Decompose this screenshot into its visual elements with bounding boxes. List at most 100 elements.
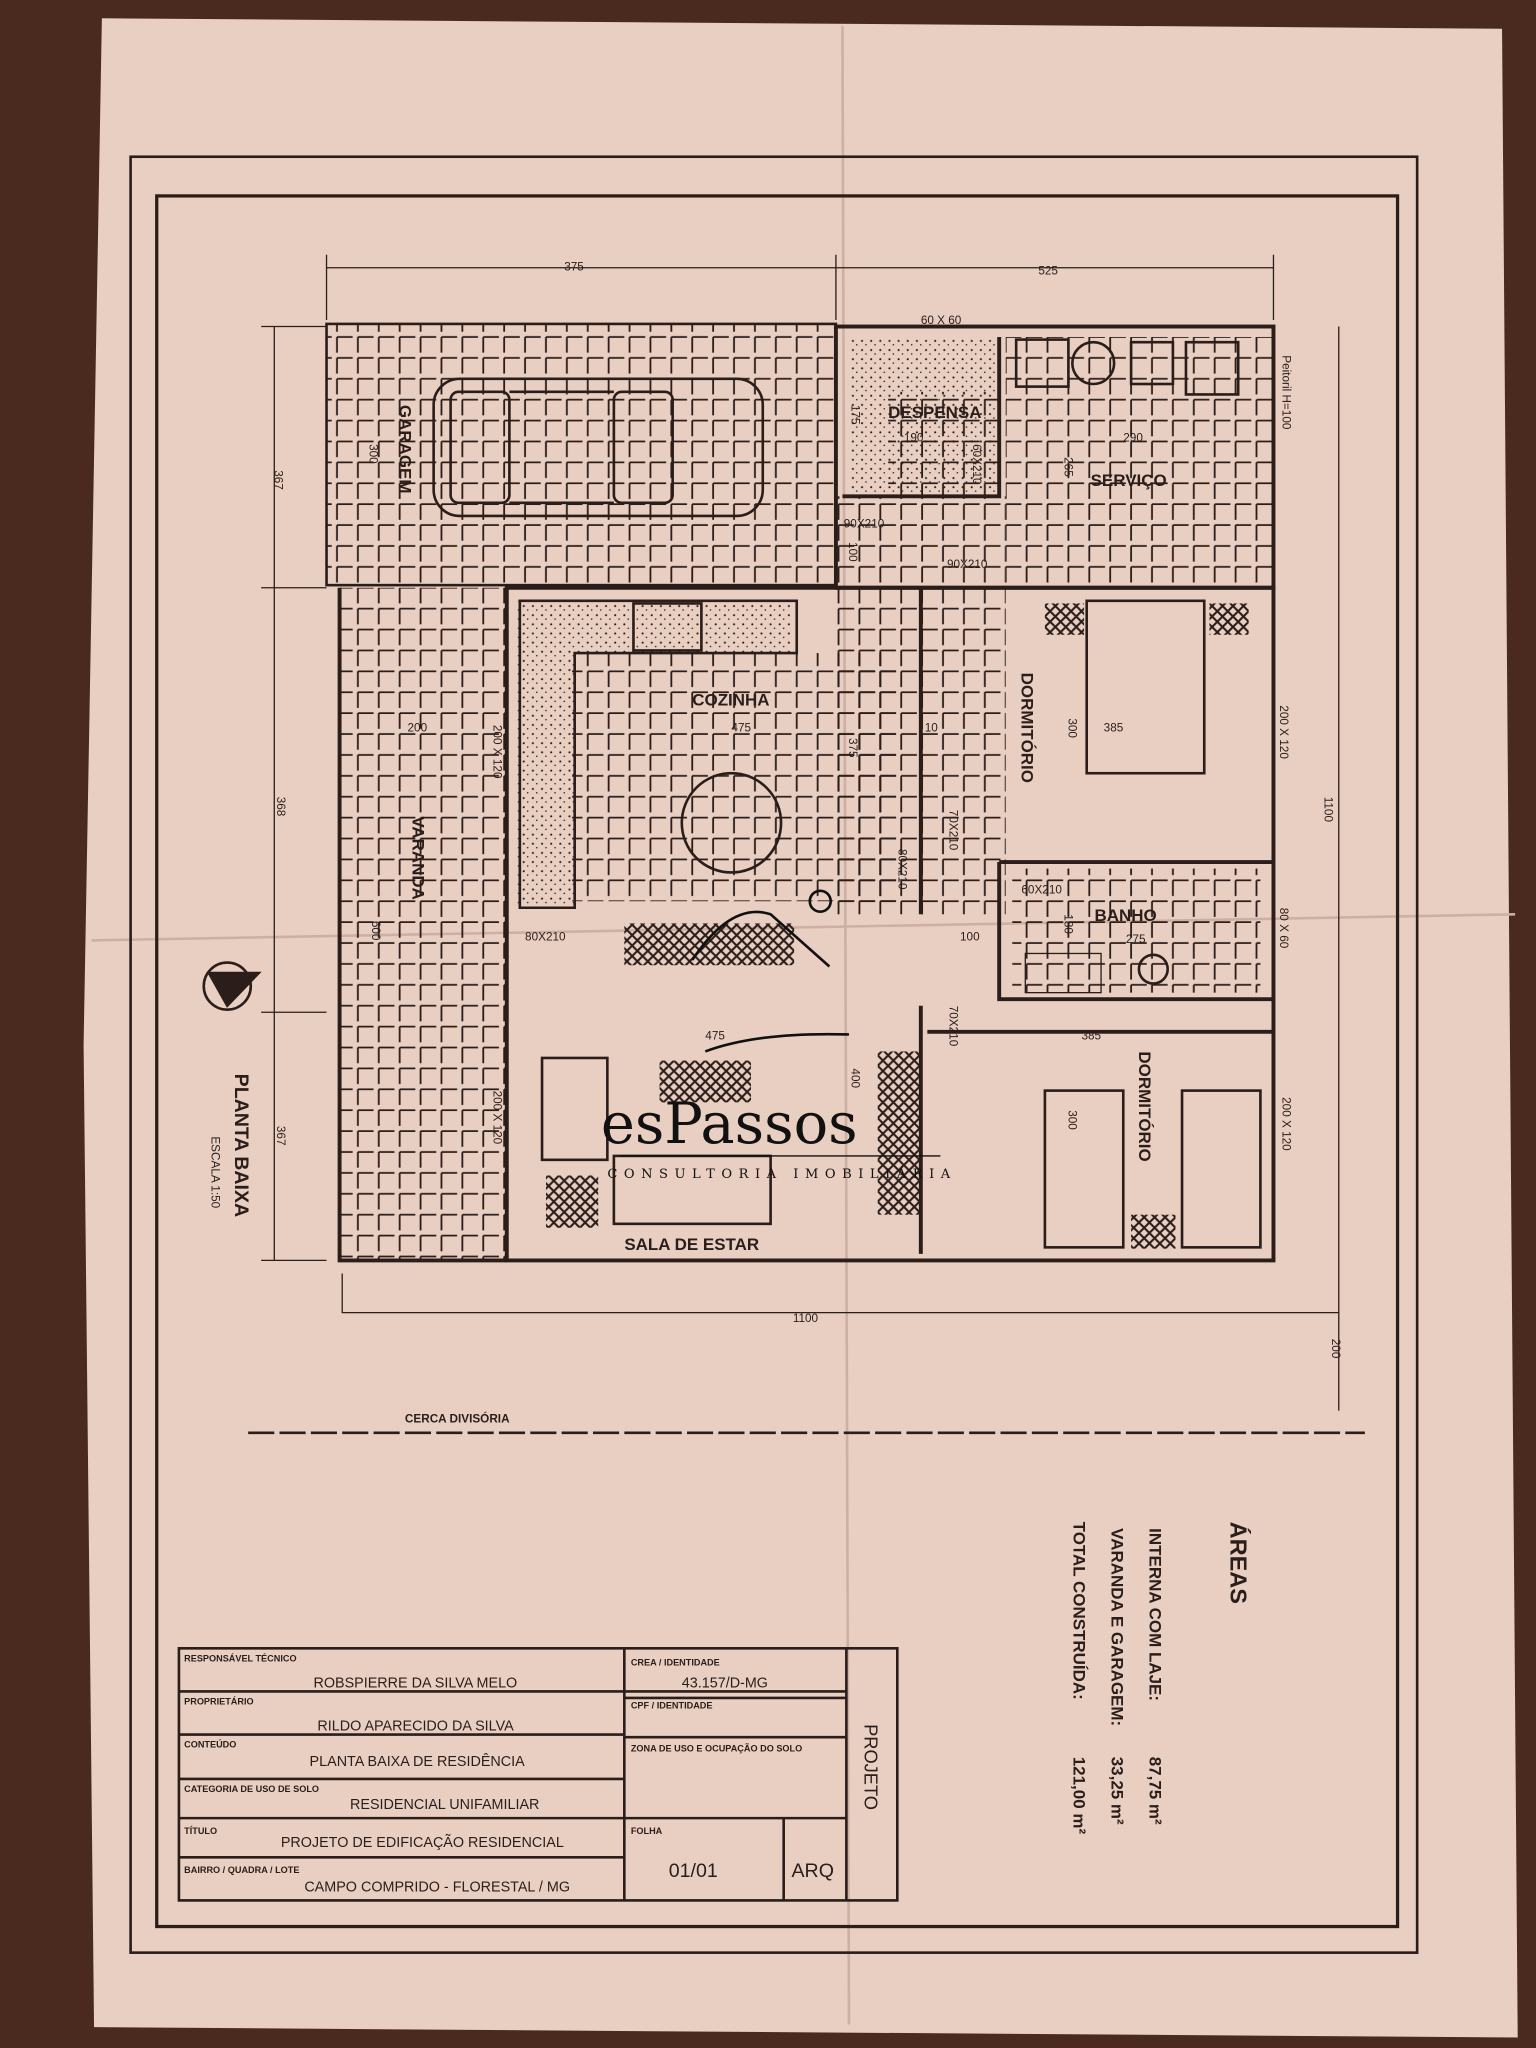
- dimension-label: 200 X 120: [491, 1091, 504, 1145]
- dimension-label: 10: [925, 721, 939, 734]
- nightstand: [1209, 603, 1249, 635]
- dimension-label: 290: [1123, 431, 1143, 444]
- room-servico: SERVIÇO: [1091, 471, 1167, 490]
- area-value: 87,75 m²: [1145, 1757, 1164, 1825]
- room-garagem: GARAGEM: [396, 405, 415, 494]
- dimension-label: 80X210: [525, 930, 566, 943]
- window-note: 60 X 60: [921, 314, 962, 327]
- paper-fold-lines: [91, 26, 1516, 2025]
- responsavel-value: ROBSPIERRE DA SILVA MELO: [313, 1676, 517, 1692]
- laundry-tank: [1014, 338, 1070, 388]
- titulo-label: TÍTULO: [184, 1826, 217, 1836]
- conteudo-label: CONTEÚDO: [184, 1739, 236, 1750]
- single-bed: [1043, 1089, 1125, 1249]
- dimension-label: 70X210: [947, 810, 960, 851]
- bairro-label: BAIRRO / QUADRA / LOTE: [184, 1865, 299, 1875]
- dining-table: [680, 771, 783, 874]
- bairro-value: CAMPO COMPRIDO - FLORESTAL / MG: [304, 1879, 570, 1895]
- crea-value: 43.157/D-MG: [682, 1676, 768, 1692]
- appliance: [1184, 340, 1240, 396]
- dimension-label: 90X210: [844, 518, 885, 531]
- espassos-watermark-logo: esPassos CONSULTORIA IMOBILIÁRIA: [601, 889, 956, 1182]
- dimension-label: 60X210: [1021, 883, 1062, 896]
- side-table: [545, 1175, 599, 1228]
- dimension-label: 100: [846, 542, 859, 562]
- dimension-label: 200 X 120: [491, 725, 504, 779]
- area-value: 121,00 m²: [1070, 1757, 1089, 1835]
- dimension-label: 200 X 120: [1277, 705, 1290, 759]
- dimension-label: 275: [1126, 933, 1146, 946]
- floor-finishes: [326, 323, 1274, 1261]
- inner-border: [155, 194, 1400, 1929]
- dimension-label: 475: [731, 721, 751, 734]
- outer-border: [129, 155, 1419, 1954]
- dimension-label: 175: [849, 405, 862, 425]
- area-label: VARANDA E GARAGEM:: [1108, 1528, 1127, 1726]
- appliance: [1129, 340, 1175, 386]
- crea-label: CREA / IDENTIDADE: [631, 1657, 720, 1667]
- areas-block: ÁREAS INTERNA COM LAJE: 87,75 m² VARANDA…: [1070, 1522, 1253, 1835]
- room-sala: SALA DE ESTAR: [624, 1235, 759, 1254]
- room-dormitorio-2: DORMITÓRIO: [1135, 1051, 1154, 1161]
- dimension-label: 385: [1104, 721, 1124, 734]
- dimension-label: 300: [1065, 718, 1078, 738]
- dimension-label: 368: [274, 797, 287, 817]
- proprietario-label: PROPRIETÁRIO: [184, 1696, 253, 1706]
- dimension-labels: 375 525 367 368 367 1100 1100 200 300 19…: [271, 260, 1342, 1358]
- sink-counter: [1024, 952, 1102, 994]
- responsavel-label: RESPONSÁVEL TÉCNICO: [184, 1653, 296, 1663]
- roof-icon: [691, 910, 831, 968]
- dimension-label: 367: [271, 470, 284, 490]
- rug: [659, 1060, 752, 1103]
- dimension-label: 60X210: [970, 444, 983, 485]
- car-icon: [432, 377, 765, 518]
- dimension-label: 475: [705, 1030, 725, 1043]
- title-block: RESPONSÁVEL TÉCNICO ROBSPIERRE DA SILVA …: [177, 1647, 899, 1902]
- dimension-label: 265: [1061, 457, 1074, 477]
- dimension-label: 90X210: [947, 558, 988, 571]
- washing-machine: [1071, 340, 1116, 386]
- cabinet: [624, 923, 795, 966]
- walls: [325, 322, 1276, 1263]
- watermark-brand: esPassos: [601, 1090, 858, 1157]
- double-bed: [1085, 599, 1206, 775]
- disciplina-value: ARQ: [792, 1860, 834, 1882]
- plan-title: PLANTA BAIXA: [230, 1074, 252, 1218]
- fence-label: CERCA DIVISÓRIA: [405, 1412, 510, 1425]
- dimension-label: 367: [274, 1126, 287, 1146]
- proprietario-value: RILDO APARECIDO DA SILVA: [317, 1719, 514, 1735]
- folha-label: FOLHA: [631, 1826, 663, 1836]
- dimension-label: 300: [367, 444, 380, 464]
- area-label: INTERNA COM LAJE:: [1145, 1528, 1164, 1701]
- projeto-label: PROJETO: [861, 1724, 882, 1810]
- dimension-label: 180: [1061, 914, 1074, 934]
- categoria-label: CATEGORIA DE USO DE SOLO: [184, 1784, 319, 1794]
- areas-title: ÁREAS: [1225, 1522, 1252, 1604]
- room-cozinha: COZINHA: [692, 690, 769, 709]
- dimension-label: 70X210: [947, 1006, 960, 1047]
- dimension-label: 190: [904, 431, 924, 444]
- dimension-label: 80X210: [896, 849, 909, 890]
- title-block-grid: [177, 1647, 899, 1902]
- dimension-lines: [248, 254, 1365, 1435]
- room-varanda: VARANDA: [409, 816, 428, 900]
- north-arrow-icon: [202, 961, 262, 1011]
- dimension-label: 200: [1329, 1339, 1342, 1359]
- dimension-label: 385: [1081, 1030, 1101, 1043]
- conteudo-value: PLANTA BAIXA DE RESIDÊNCIA: [310, 1753, 526, 1770]
- dimension-label: 100: [960, 930, 980, 943]
- folha-value: 01/01: [669, 1860, 718, 1882]
- logo-swoosh: [704, 1032, 850, 1053]
- toilet-icon: [1137, 953, 1169, 985]
- stove-icon: [632, 602, 703, 652]
- watermark-tagline: CONSULTORIA IMOBILIÁRIA: [607, 1166, 956, 1182]
- dimension-label: 200 X 120: [1280, 1097, 1293, 1151]
- area-value: 33,25 m²: [1108, 1757, 1127, 1825]
- dimension-label: 375: [564, 260, 584, 273]
- armchair: [540, 1056, 609, 1162]
- dimension-label: 1100: [793, 1312, 819, 1325]
- room-banho: BANHO: [1095, 906, 1157, 925]
- dimension-label: 300: [1065, 1110, 1078, 1130]
- room-despensa: DESPENSA: [888, 403, 981, 422]
